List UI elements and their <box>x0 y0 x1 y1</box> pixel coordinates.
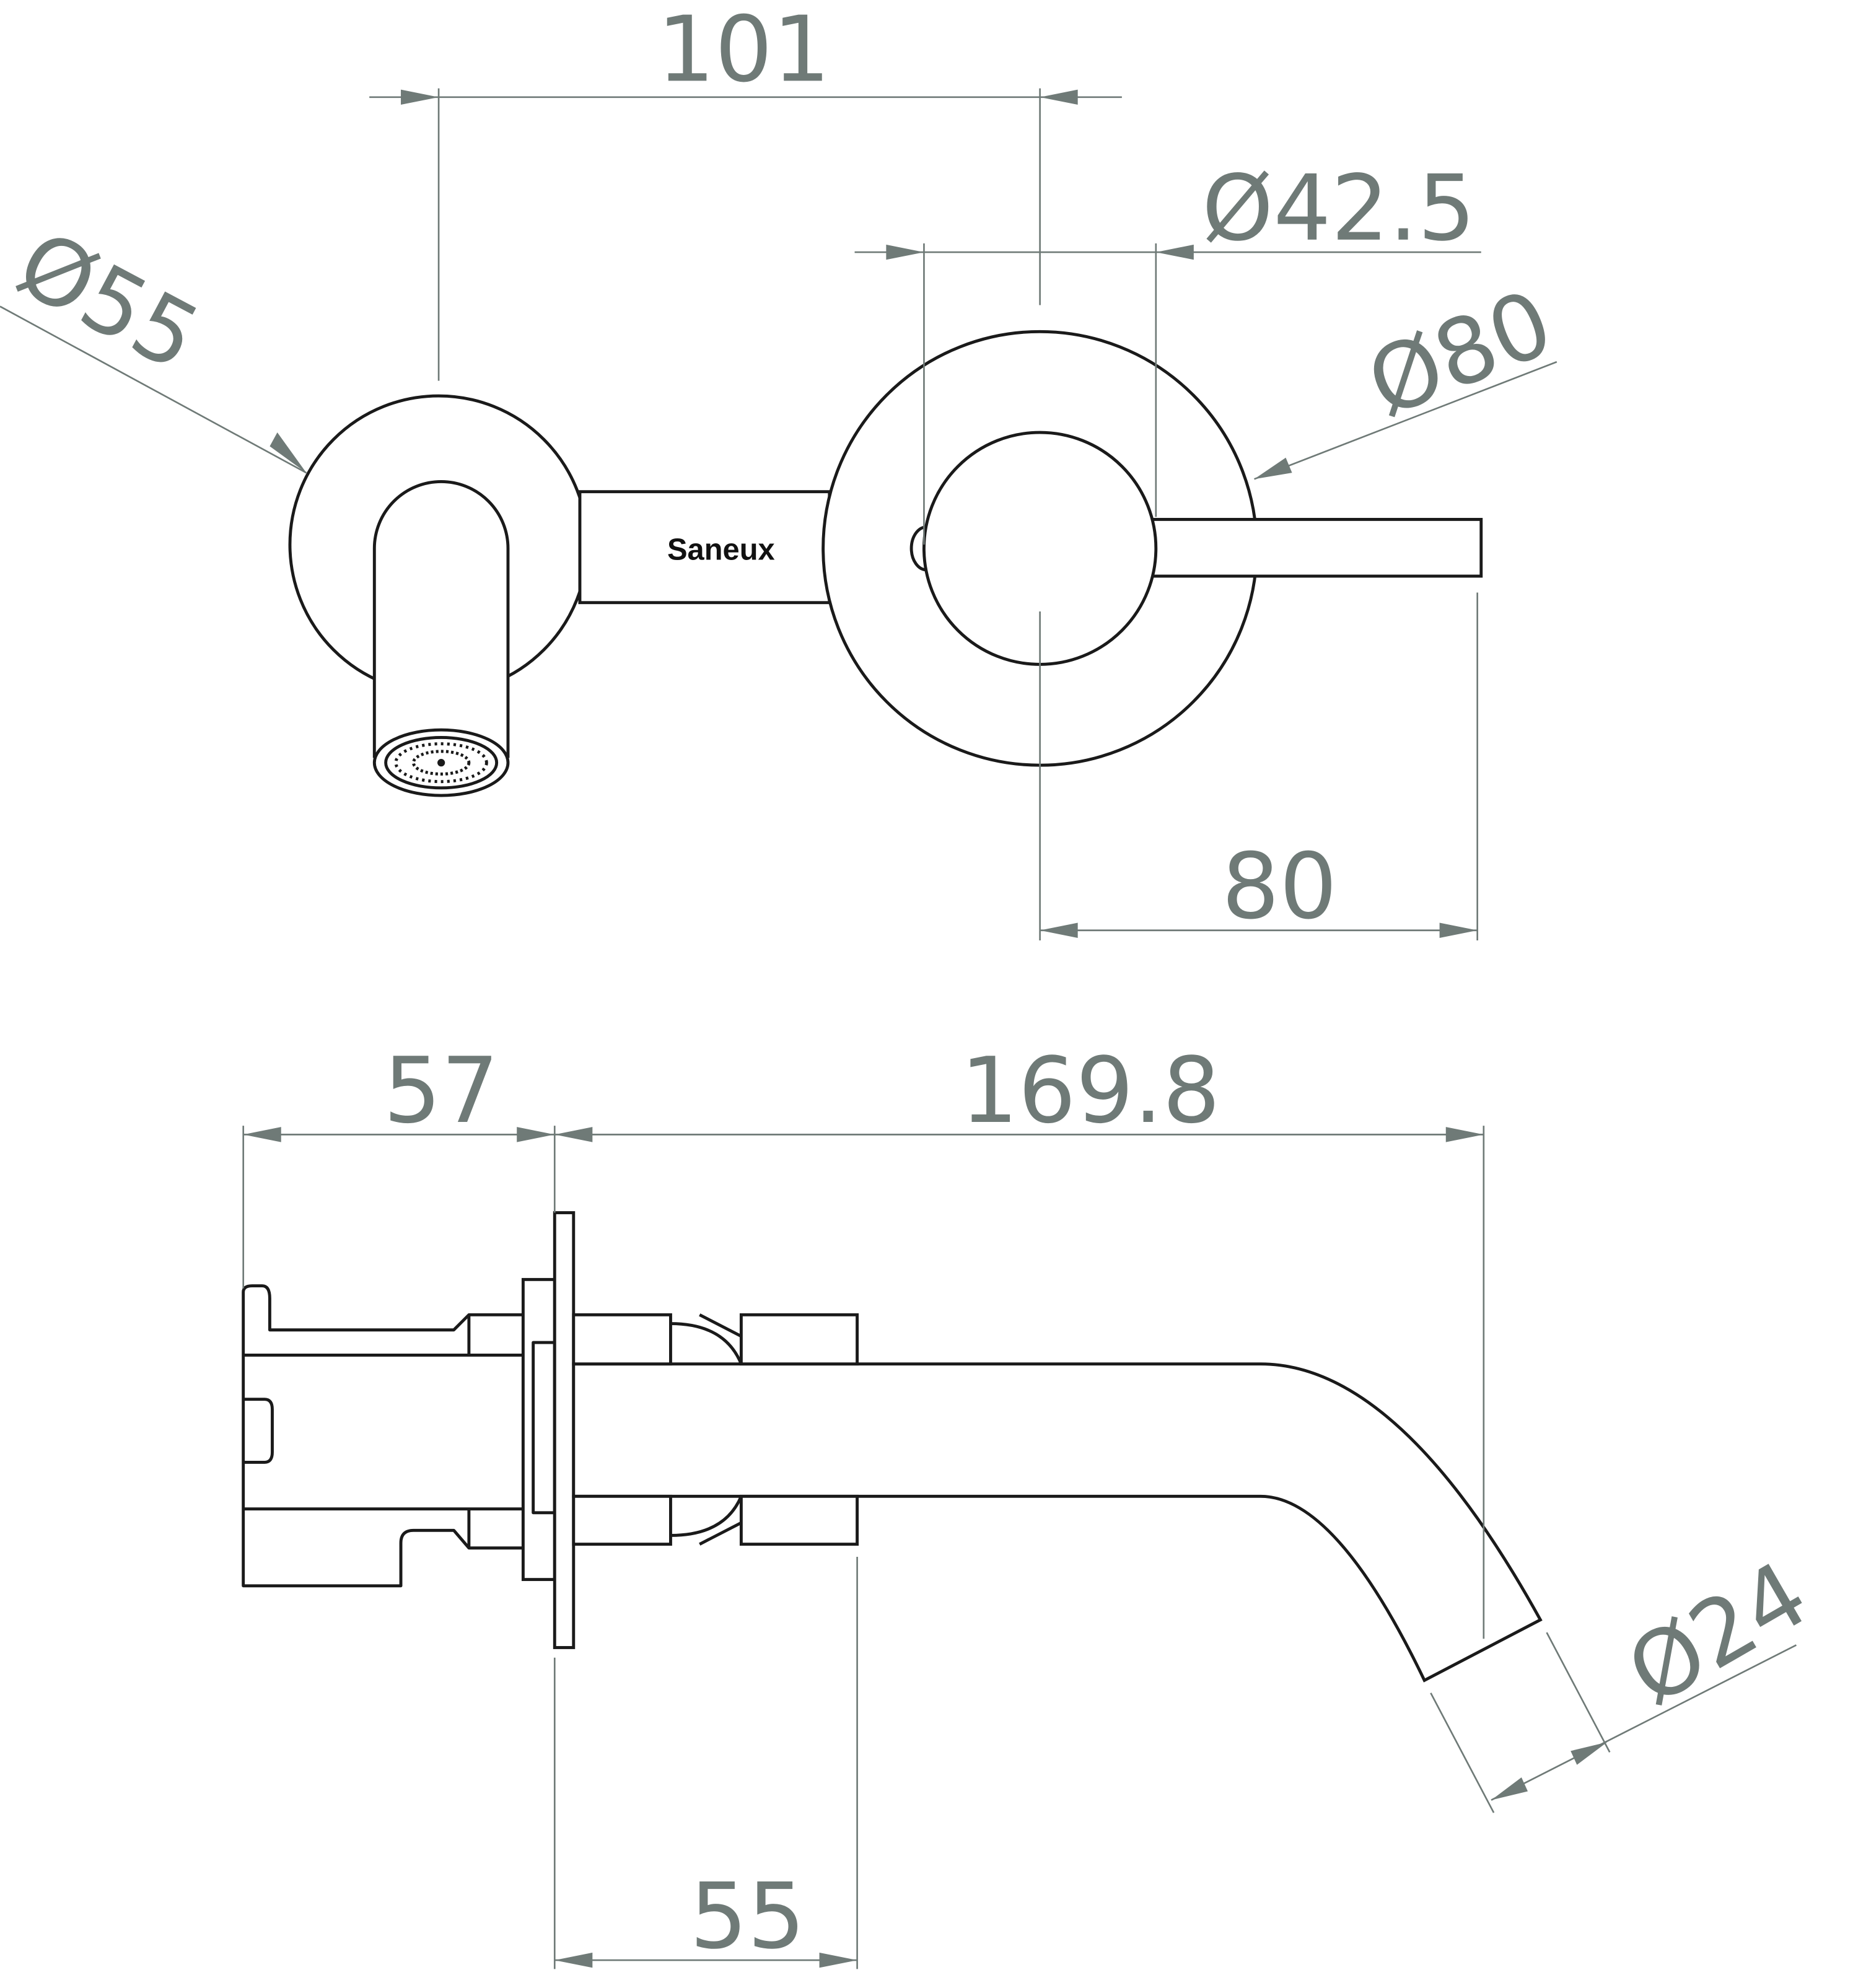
wall-plate <box>553 1211 576 1649</box>
dimension-label: Ø80 <box>1354 269 1567 438</box>
dimension-169-8: 169.8 <box>554 1038 1485 1639</box>
dimension-55: 55 <box>553 1556 858 1969</box>
dimension-label: 57 <box>383 1038 499 1144</box>
dimension-label: 169.8 <box>960 1038 1220 1144</box>
front-view: Saneux <box>288 330 1483 797</box>
side-view <box>242 1211 1543 1683</box>
dimension-label: 55 <box>690 1863 805 1969</box>
nut <box>739 1313 859 1366</box>
dimension-101: 101 <box>369 0 1122 381</box>
spout-pipe <box>572 1362 1543 1683</box>
aerator <box>372 728 510 797</box>
dimension-label: Ø24 <box>1610 1541 1825 1726</box>
dimension-label: 101 <box>657 0 831 102</box>
dimension-42-5: Ø42.5 <box>854 155 1481 545</box>
valve-body <box>242 1284 525 1588</box>
coupling <box>670 1313 743 1546</box>
dimension-80-diameter: Ø80 <box>1254 269 1567 480</box>
dimension-57: 57 <box>242 1038 556 1289</box>
lever-handle <box>1146 517 1483 578</box>
dimension-label: 80 <box>1222 833 1337 939</box>
dimension-80-lever: 80 <box>1039 592 1478 941</box>
nut <box>572 1494 672 1546</box>
spout-body <box>372 479 510 758</box>
connector-plate <box>578 490 831 605</box>
dimension-55-diameter: Ø55 <box>0 210 307 474</box>
mounting-flange <box>521 1277 556 1582</box>
nut <box>739 1494 859 1546</box>
handle-pin <box>909 525 927 572</box>
brand-logo: Saneux <box>667 533 775 567</box>
dimension-label: Ø42.5 <box>1202 155 1475 261</box>
nut <box>572 1313 672 1366</box>
